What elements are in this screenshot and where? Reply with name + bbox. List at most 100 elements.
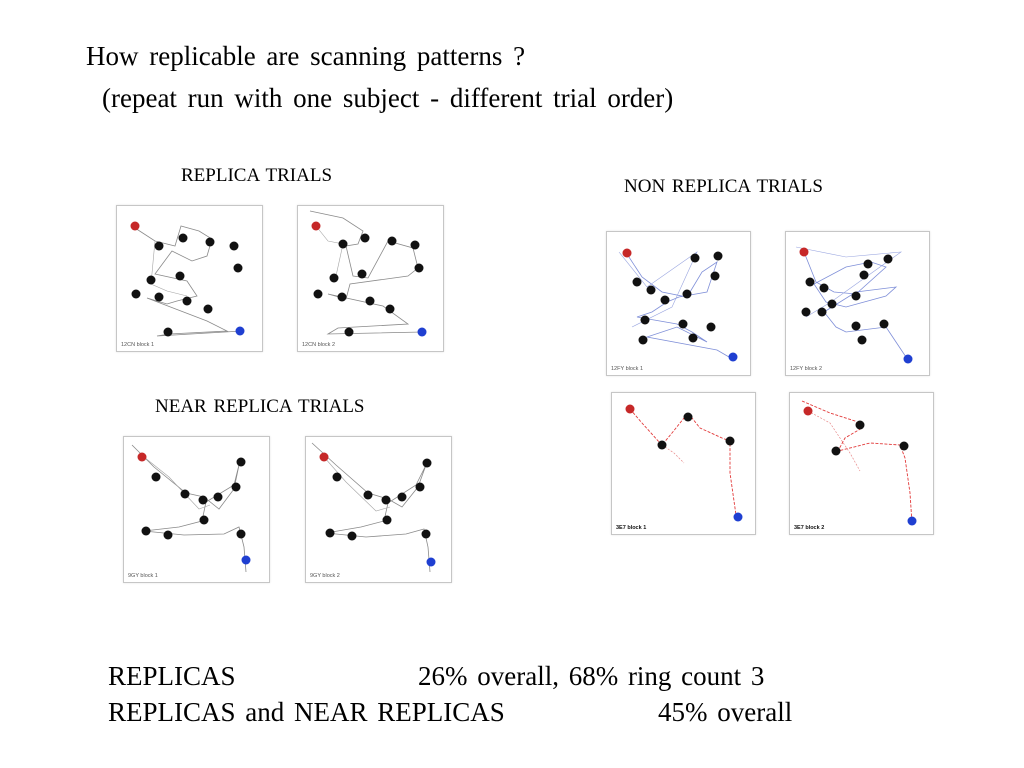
target-dot: [397, 492, 407, 502]
target-dot: [131, 289, 141, 299]
panel-label: 3E7 block 2: [794, 525, 825, 531]
target-dot: [414, 263, 424, 273]
target-dot: [851, 291, 861, 301]
end-dot: [241, 555, 251, 565]
target-dot: [382, 515, 392, 525]
stats-row-1-label: REPLICAS: [108, 661, 236, 691]
non-replica-panel-1-plot: [618, 248, 738, 362]
near-replica-panel-1: 9GY block 1: [123, 436, 270, 583]
target-dot: [347, 531, 357, 541]
target-dot: [638, 335, 648, 345]
target-dot: [690, 253, 700, 263]
panel-label: 3E7 block 1: [616, 525, 647, 531]
non-replica-panel-4-plot: [801, 400, 917, 526]
end-dot: [235, 326, 245, 336]
target-dot: [387, 236, 397, 246]
target-dot: [154, 241, 164, 251]
replica-panel-1-plot: [130, 221, 245, 337]
target-dot: [855, 420, 865, 430]
end-dot: [903, 354, 913, 364]
start-dot: [625, 404, 635, 414]
target-dot: [163, 530, 173, 540]
end-dot: [728, 352, 738, 362]
start-dot: [799, 247, 809, 257]
target-dot: [363, 490, 373, 500]
non-replica-panel-3: 3E7 block 1: [611, 392, 756, 535]
target-dot: [213, 492, 223, 502]
stats-row-2-label: REPLICAS and NEAR REPLICAS: [108, 697, 505, 727]
start-dot: [319, 452, 329, 462]
target-dot: [678, 319, 688, 329]
target-dot: [381, 495, 391, 505]
non-replica-trials-heading: NON REPLICA TRIALS: [624, 176, 823, 197]
target-dot: [229, 241, 239, 251]
target-dot: [646, 285, 656, 295]
target-dot: [231, 482, 241, 492]
target-dot: [178, 233, 188, 243]
target-dot: [819, 283, 829, 293]
panel-label: 12CN block 2: [302, 342, 336, 348]
end-dot: [733, 512, 743, 522]
target-dot: [863, 259, 873, 269]
target-dot: [325, 528, 335, 538]
target-dot: [338, 239, 348, 249]
panel-label: 9GY block 1: [128, 573, 158, 579]
target-dot: [151, 472, 161, 482]
end-dot: [426, 557, 436, 567]
target-dot: [203, 304, 213, 314]
target-dot: [831, 446, 841, 456]
near-replica-panel-1-plot: [131, 444, 251, 573]
target-dot: [236, 529, 246, 539]
page-title: How replicable are scanning patterns ?: [86, 41, 526, 71]
target-dot: [337, 292, 347, 302]
target-dot: [632, 277, 642, 287]
target-dot: [236, 457, 246, 467]
panel-label: 9GY block 2: [310, 573, 340, 579]
target-dot: [205, 237, 215, 247]
panel-label: 12FY block 1: [611, 366, 644, 372]
replica-trials-heading: REPLICA TRIALS: [181, 165, 333, 186]
target-dot: [899, 441, 909, 451]
target-dot: [141, 526, 151, 536]
near-replica-trials-heading: NEAR REPLICA TRIALS: [155, 396, 365, 417]
target-dot: [313, 289, 323, 299]
target-dot: [851, 321, 861, 331]
target-dot: [182, 296, 192, 306]
target-dot: [410, 240, 420, 250]
target-dot: [801, 307, 811, 317]
target-dot: [332, 472, 342, 482]
non-replica-panel-4: 3E7 block 2: [789, 392, 934, 535]
non-replica-panel-1: 12FY block 1: [606, 231, 751, 376]
target-dot: [415, 482, 425, 492]
target-dot: [879, 319, 889, 329]
target-dot: [163, 327, 173, 337]
target-dot: [713, 251, 723, 261]
start-dot: [803, 406, 813, 416]
target-dot: [385, 304, 395, 314]
stats-row-1-value: 26% overall, 68% ring count 3: [418, 661, 765, 691]
replica-panel-2-plot: [309, 210, 427, 337]
start-dot: [130, 221, 140, 231]
target-dot: [154, 292, 164, 302]
target-dot: [725, 436, 735, 446]
page-subtitle: (repeat run with one subject - different…: [102, 83, 674, 113]
target-dot: [422, 458, 432, 468]
non-replica-panel-3-plot: [625, 404, 743, 522]
target-dot: [857, 335, 867, 345]
replica-panel-1: 12CN block 1: [116, 205, 263, 352]
target-dot: [421, 529, 431, 539]
target-dot: [344, 327, 354, 337]
target-dot: [817, 307, 827, 317]
target-dot: [657, 440, 667, 450]
target-dot: [859, 270, 869, 280]
non-replica-panel-2-plot: [795, 246, 913, 364]
target-dot: [706, 322, 716, 332]
non-replica-panel-2: 12FY block 2: [785, 231, 930, 376]
target-dot: [329, 273, 339, 283]
target-dot: [360, 233, 370, 243]
start-dot: [137, 452, 147, 462]
start-dot: [311, 221, 321, 231]
target-dot: [660, 295, 670, 305]
target-dot: [233, 263, 243, 273]
panel-label: 12FY block 2: [790, 366, 823, 372]
